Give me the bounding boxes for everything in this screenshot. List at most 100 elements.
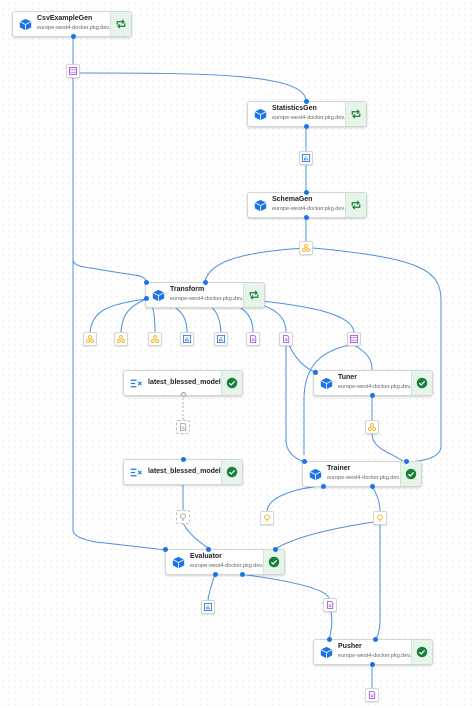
node-tuner[interactable]: Tuner europe-west4-docker.pkg.dev...: [313, 370, 433, 396]
port-dot[interactable]: [212, 572, 218, 577]
cube-icon: [172, 556, 185, 569]
node-subtitle: europe-west4-docker.pkg.dev...: [170, 296, 247, 302]
edge: [79, 72, 307, 102]
dataset-icon: [69, 67, 77, 75]
port-dot[interactable]: [205, 546, 211, 552]
edge: [120, 298, 147, 333]
artifact-tuner-best-hyperparameters[interactable]: [365, 420, 379, 434]
artifact-statistics[interactable]: [299, 151, 313, 165]
artifact-transform-1[interactable]: [83, 332, 97, 346]
port-dot[interactable]: [369, 393, 375, 398]
node-subtitle: europe-west4-docker.pkg.dev...: [272, 115, 349, 121]
statistics-icon: [183, 335, 191, 343]
artifact-transform-3[interactable]: [148, 332, 162, 346]
document-icon: [250, 335, 257, 343]
edge: [266, 485, 321, 512]
port-dot[interactable]: [70, 34, 76, 39]
node-evaluator[interactable]: Evaluator europe-west4-docker.pkg.dev...: [165, 549, 285, 575]
port-dot[interactable]: [180, 457, 186, 462]
port-dot[interactable]: [403, 459, 409, 464]
artifact-transform-2[interactable]: [114, 332, 128, 346]
node-title: SchemaGen: [272, 196, 313, 203]
node-latest-blessed-resolver[interactable]: latest_blessed_model_re...: [123, 459, 243, 485]
port-dot[interactable]: [303, 189, 309, 195]
port-dot[interactable]: [143, 296, 149, 301]
node-trainer[interactable]: Trainer europe-west4-docker.pkg.dev...: [302, 461, 422, 487]
port-dot[interactable]: [372, 637, 378, 642]
statistics-icon: [302, 154, 310, 162]
schema-icon: [151, 335, 159, 343]
node-title: Transform: [170, 286, 205, 293]
artifact-transform-5[interactable]: [214, 332, 228, 346]
schema-icon: [86, 335, 94, 343]
node-latest-model-resolver[interactable]: latest_blessed_model_re...: [123, 370, 243, 396]
artifact-transform-4[interactable]: [180, 332, 194, 346]
edge: [303, 344, 351, 455]
port-dot[interactable]: [369, 484, 375, 489]
success-icon: [405, 468, 417, 480]
node-title: Evaluator: [190, 553, 222, 560]
artifact-pushed-model[interactable]: [365, 688, 379, 702]
cube-icon: [320, 646, 333, 659]
artifact-examples[interactable]: [66, 64, 80, 78]
port-dot[interactable]: [320, 484, 326, 489]
port-dot[interactable]: [326, 637, 332, 642]
cached-icon: [351, 109, 361, 119]
edge: [72, 77, 167, 551]
edge: [374, 524, 381, 641]
status-badge: [400, 462, 421, 486]
node-pusher[interactable]: Pusher europe-west4-docker.pkg.dev...: [313, 639, 433, 665]
node-transform[interactable]: Transform europe-west4-docker.pkg.dev...: [145, 282, 265, 308]
port-dot[interactable]: [301, 459, 307, 464]
port-dot[interactable]: [303, 124, 309, 129]
node-statistics-gen[interactable]: StatisticsGen europe-west4-docker.pkg.de…: [247, 101, 367, 127]
artifact-trainer-model[interactable]: [373, 511, 387, 525]
lightbulb-icon: [377, 514, 383, 522]
status-badge: [411, 640, 432, 664]
port-dot[interactable]: [369, 662, 375, 667]
port-dot[interactable]: [162, 546, 168, 552]
artifact-blessing[interactable]: [323, 598, 337, 612]
edge: [328, 611, 333, 641]
node-title: Trainer: [327, 465, 351, 472]
port-dot[interactable]: [303, 215, 309, 220]
status-badge: [345, 193, 366, 217]
port-dot[interactable]: [239, 572, 245, 577]
schema-icon: [368, 423, 376, 431]
node-title: CsvExampleGen: [37, 15, 93, 22]
edge: [239, 573, 330, 599]
edge: [312, 247, 442, 463]
artifact-trainer-run[interactable]: [260, 511, 274, 525]
edge: [371, 433, 405, 463]
edge: [204, 247, 307, 282]
artifact-resolver-baseline[interactable]: [176, 510, 190, 524]
statistics-icon: [204, 603, 212, 611]
edge: [371, 485, 381, 512]
cached-icon: [116, 19, 126, 29]
artifact-transform-6[interactable]: [246, 332, 260, 346]
port-dot[interactable]: [272, 546, 278, 552]
artifact-evaluation[interactable]: [201, 600, 215, 614]
port-dot[interactable]: [202, 279, 208, 285]
artifact-schema[interactable]: [299, 241, 313, 255]
edge: [207, 573, 216, 601]
artifact-resolver-model[interactable]: [176, 420, 190, 434]
artifact-transform-graph[interactable]: [279, 332, 293, 346]
node-subtitle: europe-west4-docker.pkg.dev...: [190, 563, 267, 569]
schema-icon: [117, 335, 125, 343]
port-dot[interactable]: [312, 369, 318, 375]
edge-group: [72, 36, 442, 688]
success-icon: [416, 377, 428, 389]
lightbulb-icon: [264, 514, 270, 522]
node-subtitle: europe-west4-docker.pkg.dev...: [327, 475, 404, 481]
artifact-transformed-examples[interactable]: [347, 332, 361, 346]
schema-icon: [302, 244, 310, 252]
port-dot[interactable]: [180, 392, 186, 397]
port-dot[interactable]: [143, 279, 149, 285]
edge: [72, 77, 147, 283]
document-icon: [369, 691, 376, 699]
importer-icon: [130, 379, 142, 388]
dataset-icon: [350, 335, 358, 343]
statistics-icon: [217, 335, 225, 343]
port-dot[interactable]: [303, 98, 309, 104]
